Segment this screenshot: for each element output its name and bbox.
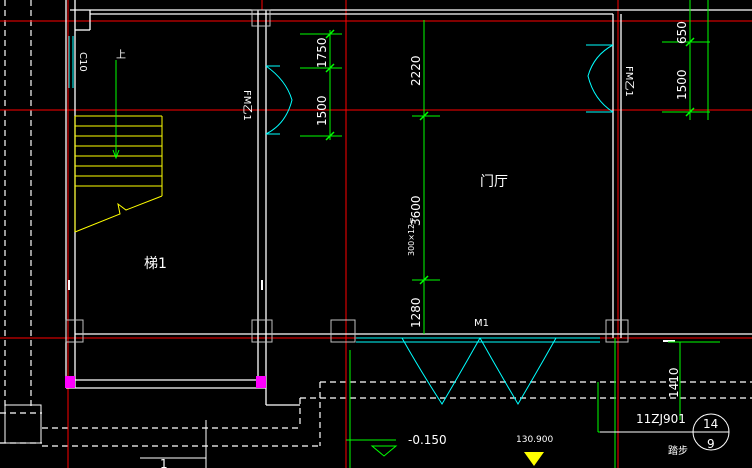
elevation-floor: -0.150 bbox=[370, 433, 447, 457]
dim-stair-formula: 300×12= bbox=[407, 217, 416, 256]
dim-1500-door: 1500 bbox=[315, 95, 329, 126]
room-label-lobby: 门厅 bbox=[480, 174, 508, 190]
stair-arrow bbox=[112, 60, 120, 160]
dim-1280: 1280 bbox=[409, 297, 423, 328]
window-c10 bbox=[68, 36, 74, 88]
left-outer-wall-dashed bbox=[0, 0, 752, 447]
dimension-lines bbox=[300, 0, 720, 468]
door-tag-fm2: FM乙1 bbox=[623, 66, 635, 97]
door-m1 bbox=[356, 337, 600, 405]
room-label-stair: 梯1 bbox=[144, 256, 167, 272]
dim-2220: 2220 bbox=[409, 55, 423, 86]
detail-reference: 11ZJ901 踏步 14 9 bbox=[600, 412, 730, 457]
dim-650: 650 bbox=[675, 21, 689, 44]
axis-label: 1 bbox=[160, 457, 168, 468]
detail-name: 踏步 bbox=[668, 444, 688, 457]
detail-atlas: 11ZJ901 bbox=[636, 412, 686, 426]
door-tag-fm1: FM乙1 bbox=[241, 90, 253, 121]
wall-ticks bbox=[68, 280, 675, 342]
building-walls bbox=[65, 0, 752, 406]
structural-columns bbox=[65, 9, 629, 343]
door-fm1 bbox=[265, 65, 293, 135]
dim-1410: 1410 bbox=[667, 367, 681, 398]
corner-column-sw bbox=[4, 404, 42, 444]
detail-sheet: 9 bbox=[707, 437, 715, 451]
door-fm2 bbox=[586, 44, 614, 113]
dimension-ticks bbox=[325, 29, 695, 285]
dimension-texts: 1750 1500 2220 3600 300×12= 1280 650 150… bbox=[315, 21, 689, 398]
detail-number: 14 bbox=[703, 417, 718, 431]
elevation-outdoor: 130.900 bbox=[516, 435, 553, 466]
stair-up-label: 上 bbox=[116, 49, 126, 61]
dim-1750: 1750 bbox=[315, 37, 329, 68]
window-tag-c10: C10 bbox=[77, 52, 88, 72]
corner-markers bbox=[65, 376, 266, 388]
door-tag-m1: M1 bbox=[474, 318, 489, 329]
dim-3600: 3600 bbox=[409, 195, 423, 226]
elevation-floor-value: -0.150 bbox=[408, 433, 447, 447]
stair bbox=[74, 115, 163, 233]
axis-leader: 1 bbox=[140, 420, 207, 468]
dim-1500-right: 1500 bbox=[675, 69, 689, 100]
elevation-outdoor-value: 130.900 bbox=[516, 435, 553, 445]
